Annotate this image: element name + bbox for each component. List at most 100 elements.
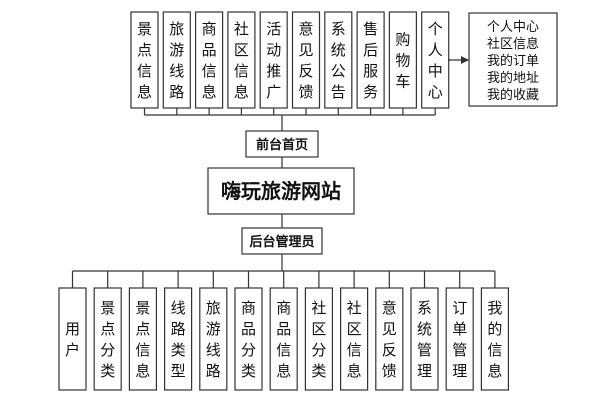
backend-module-5-char-0: 商	[241, 299, 256, 317]
frontend-module-7-char-3: 务	[363, 83, 378, 101]
center-node: 嗨玩旅游网站	[207, 167, 355, 215]
backend-module-2-char-0: 景	[135, 299, 150, 317]
backend-module-1-char-1: 点	[100, 320, 115, 338]
backend-module-11-char-1: 单	[452, 320, 467, 338]
backend-module-8-char-2: 信	[347, 341, 362, 359]
frontend-module-2-char-1: 品	[202, 41, 217, 59]
frontend-label: 前台首页	[256, 137, 308, 153]
backend-module-8-char-1: 区	[347, 320, 362, 338]
backend-module-1-char-0: 景	[100, 299, 115, 317]
backend-module-4-char-0: 旅	[206, 299, 221, 317]
frontend-module-9-char-2: 中	[428, 62, 443, 80]
frontend-module-5-char-1: 见	[298, 41, 313, 59]
backend-module-7-char-0: 社	[311, 299, 326, 317]
frontend-module-4-char-0: 活	[266, 20, 281, 38]
frontend-module-7-char-0: 售	[363, 20, 378, 38]
backend-module-7-char-2: 分	[311, 341, 326, 359]
frontend-module-3-char-2: 信	[234, 62, 249, 80]
backend-module-12-char-3: 息	[487, 362, 502, 380]
frontend-module-2-char-3: 息	[202, 83, 217, 101]
frontend-module-9-char-3: 心	[428, 83, 443, 101]
backend-module-0-char-0: 用	[65, 320, 80, 338]
frontend-module-9: 个人中心	[421, 11, 450, 115]
frontend-module-4-char-2: 推	[266, 62, 281, 80]
frontend-module-2-char-0: 商	[202, 20, 217, 38]
frontend-module-0-char-2: 信	[137, 62, 152, 80]
backend-module-9-char-0: 意	[382, 299, 397, 317]
backend-module-2-char-1: 点	[135, 320, 150, 338]
backend-module-0-char-1: 户	[65, 341, 80, 359]
backend-module-11-char-0: 订	[452, 299, 467, 317]
backend-module-1-char-3: 类	[100, 362, 115, 380]
frontend-module-7-char-1: 后	[363, 41, 378, 59]
backend-module-6-char-3: 息	[276, 362, 291, 380]
frontend-module-8-char-1: 物	[395, 52, 410, 70]
personal-center-item-2: 我的订单	[487, 53, 539, 69]
personal-center-item-0: 个人中心	[487, 20, 539, 35]
backend-module-12-char-2: 信	[487, 341, 502, 359]
backend-module-10-char-2: 管	[417, 341, 432, 359]
backend-label: 后台管理员	[249, 234, 314, 250]
frontend-module-1-char-2: 线	[169, 62, 184, 80]
frontend-module-0-char-3: 息	[137, 83, 152, 101]
frontend-module-3-char-3: 息	[234, 83, 249, 101]
backend-module-4-char-3: 路	[206, 362, 221, 380]
backend-module-9-char-3: 馈	[382, 362, 397, 380]
frontend-module-2-char-2: 信	[202, 62, 217, 80]
backend-module-3-char-3: 型	[171, 362, 186, 380]
backend-module-10-char-1: 统	[417, 320, 432, 338]
backend-module-6-char-0: 商	[276, 299, 291, 317]
backend-modules: 用户景点分类景点信息线路类型旅游线路商品分类商品信息社区分类社区信息意见反馈系统…	[58, 271, 509, 391]
backend-module-8-char-0: 社	[347, 299, 362, 317]
personal-center-item-4: 我的收藏	[487, 87, 539, 103]
backend-module-2-char-3: 息	[135, 362, 150, 380]
frontend-module-0-char-0: 景	[137, 20, 152, 38]
backend-module-6-char-2: 信	[276, 341, 291, 359]
frontend-module-8-char-2: 车	[395, 73, 410, 91]
personal-center-item-3: 我的地址	[487, 70, 539, 86]
frontend-module-1-char-1: 游	[169, 41, 184, 59]
frontend-module-1-char-0: 旅	[169, 20, 184, 38]
backend-module-10-char-3: 理	[417, 362, 432, 380]
frontend-module-7-char-2: 服	[363, 62, 378, 80]
frontend-module-9-char-1: 人	[428, 41, 443, 59]
frontend-module-6-char-1: 统	[331, 41, 346, 59]
personal-center-item-1: 社区信息	[487, 36, 539, 52]
frontend-module-3-char-0: 社	[234, 20, 249, 38]
backend-module-5-char-1: 品	[241, 320, 256, 338]
backend-module-10-char-0: 系	[417, 299, 432, 317]
frontend-module-6-char-2: 公	[331, 62, 346, 80]
backend-module-1-char-2: 分	[100, 341, 115, 359]
backend-module-6-char-1: 品	[276, 320, 291, 338]
frontend-node: 前台首页	[245, 130, 319, 158]
backend-node: 后台管理员	[241, 227, 323, 255]
backend-module-11-char-3: 理	[452, 362, 467, 380]
backend-module-11-char-2: 管	[452, 341, 467, 359]
frontend-module-3: 社区信息	[227, 11, 256, 115]
frontend-module-8: 购物车	[388, 11, 417, 115]
backend-module-4-char-2: 线	[206, 341, 221, 359]
backend-module-5-char-3: 类	[241, 362, 256, 380]
backend-module-3-char-1: 路	[171, 320, 186, 338]
backend-module-12-char-1: 的	[487, 320, 502, 338]
backend-module-3-char-2: 类	[171, 341, 186, 359]
backend-module-7-char-3: 类	[311, 362, 326, 380]
center-title: 嗨玩旅游网站	[221, 179, 341, 203]
backend-module-8-char-3: 息	[347, 362, 362, 380]
